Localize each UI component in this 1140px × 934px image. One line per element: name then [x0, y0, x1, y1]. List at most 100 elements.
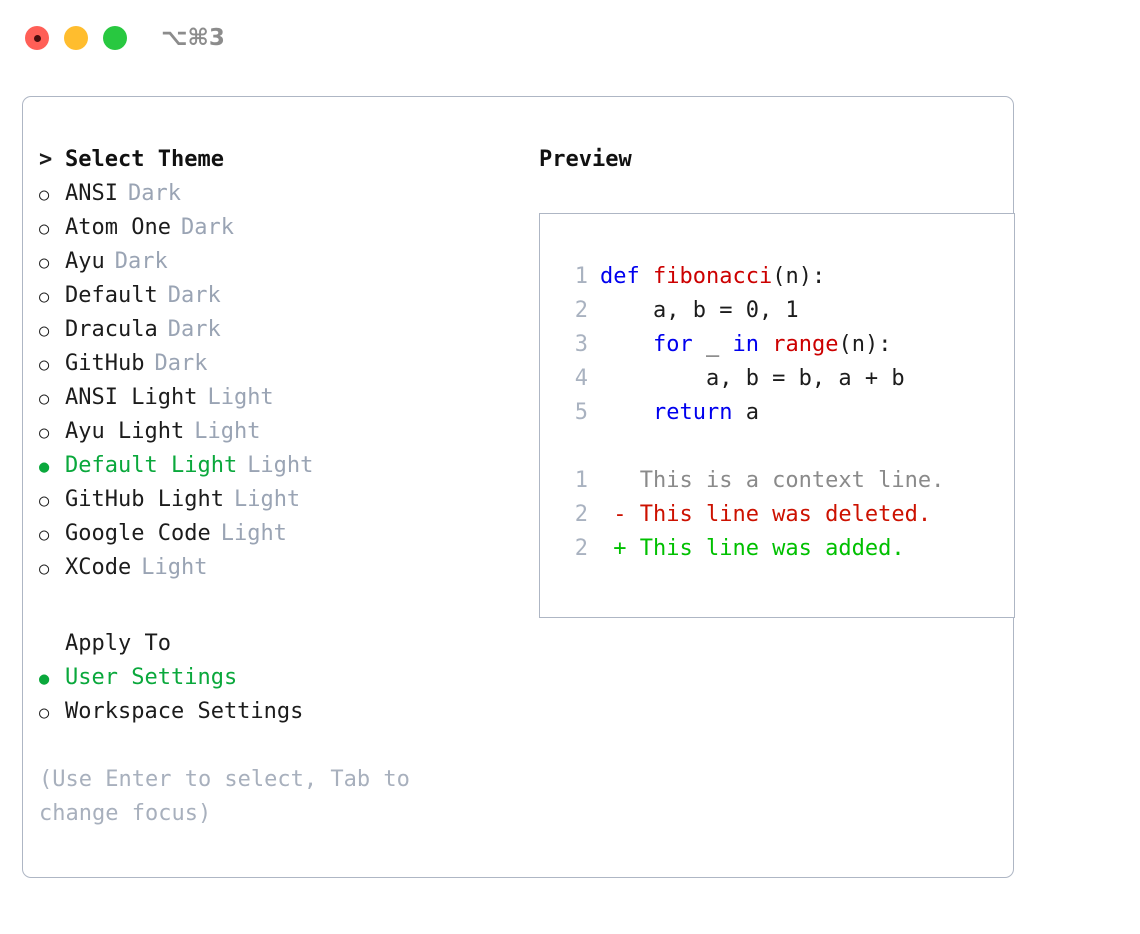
code-token: - This line was deleted. — [600, 502, 932, 527]
line-number: 2 — [574, 536, 588, 561]
radio-unselected-icon[interactable] — [39, 517, 65, 552]
line-number: 2 — [574, 298, 588, 323]
radio-unselected-icon[interactable] — [39, 381, 65, 416]
theme-name-label: GitHub — [65, 351, 145, 376]
theme-name-label: ANSI — [65, 181, 118, 206]
diff-sample: 1 This is a context line. 2 - This line w… — [558, 464, 1014, 566]
radio-unselected-icon[interactable] — [39, 313, 65, 348]
line-number: 4 — [574, 366, 588, 391]
code-token: range — [772, 332, 839, 357]
diff-line: 1 This is a context line. — [558, 464, 1014, 498]
code-line-content: - This line was deleted. — [600, 498, 931, 532]
code-line-content: This is a context line. — [600, 464, 945, 498]
apply-to-option[interactable]: User Settings — [39, 661, 501, 695]
radio-unselected-icon[interactable] — [39, 279, 65, 314]
radio-selected-icon[interactable] — [39, 449, 65, 484]
radio-unselected-icon[interactable] — [39, 245, 65, 280]
code-token — [600, 400, 653, 425]
theme-name-label: ANSI Light — [65, 385, 198, 410]
theme-name-label: Default — [65, 283, 158, 308]
code-token — [640, 264, 653, 289]
select-theme-title: Select Theme — [65, 147, 224, 172]
select-theme-header: Select Theme — [39, 143, 501, 177]
code-token: fibonacci — [653, 264, 773, 289]
radio-unselected-icon[interactable] — [39, 551, 65, 586]
theme-list-item[interactable]: XCode Light — [39, 551, 501, 585]
apply-to-title: Apply To — [65, 631, 171, 656]
line-number: 5 — [574, 400, 588, 425]
theme-name-label: Default Light — [65, 453, 238, 478]
theme-name-label: Atom One — [65, 215, 171, 240]
theme-name-label: GitHub Light — [65, 487, 224, 512]
theme-variant-label: Dark — [127, 181, 181, 206]
line-number: 1 — [574, 468, 588, 493]
minimize-button-icon[interactable] — [64, 26, 88, 50]
traffic-lights — [25, 26, 127, 50]
keyboard-hint-text: (Use Enter to select, Tab to change focu… — [39, 767, 410, 826]
keyboard-shortcut-label: ⌥⌘3 — [161, 25, 225, 51]
theme-name-label: Dracula — [65, 317, 158, 342]
theme-list-item[interactable]: Default Light Light — [39, 449, 501, 483]
theme-selector-column: Select Theme ANSIDarkAtom OneDarkAyuDark… — [39, 143, 501, 861]
code-line-content: a, b = b, a + b — [600, 362, 905, 396]
code-line-content: for _ in range(n): — [600, 328, 891, 362]
theme-variant-label: Dark — [180, 215, 234, 240]
apply-to-option[interactable]: Workspace Settings — [39, 695, 501, 729]
code-token: a — [732, 400, 759, 425]
maximize-button-icon[interactable] — [103, 26, 127, 50]
code-token: a, b = 0, 1 — [600, 298, 799, 323]
radio-unselected-icon[interactable] — [39, 211, 65, 246]
spacer — [39, 729, 501, 763]
main-panel: Select Theme ANSIDarkAtom OneDarkAyuDark… — [22, 96, 1015, 878]
code-token: in — [732, 332, 759, 357]
theme-variant-label: Light — [194, 419, 261, 444]
radio-unselected-icon[interactable] — [39, 347, 65, 382]
title-bar: ⌥⌘3 — [0, 0, 1140, 76]
radio-unselected-icon[interactable] — [39, 695, 65, 730]
theme-variant-label: Dark — [154, 351, 208, 376]
theme-name-label: XCode — [65, 555, 132, 580]
code-token: _ — [692, 332, 733, 357]
theme-list-item[interactable]: ANSI Dark — [39, 177, 501, 211]
line-number: 3 — [574, 332, 588, 357]
radio-unselected-icon[interactable] — [39, 177, 65, 212]
apply-to-list: User SettingsWorkspace Settings — [39, 661, 501, 729]
line-number: 1 — [574, 264, 588, 289]
theme-variant-label: Light — [141, 555, 208, 580]
code-line: 5 return a — [558, 396, 1014, 430]
code-line: 2 a, b = 0, 1 — [558, 294, 1014, 328]
radio-unselected-icon[interactable] — [39, 483, 65, 518]
line-number: 2 — [574, 502, 588, 527]
code-token — [600, 332, 653, 357]
diff-line: 2 + This line was added. — [558, 532, 1014, 566]
code-token: This is a context line. — [600, 468, 945, 493]
close-button-icon[interactable] — [25, 26, 49, 50]
preview-title: Preview — [539, 147, 632, 172]
spacer — [558, 430, 1014, 464]
code-line: 4 a, b = b, a + b — [558, 362, 1014, 396]
close-dot-icon — [33, 34, 41, 42]
theme-variant-label: Light — [220, 521, 287, 546]
code-token: (n): — [838, 332, 892, 357]
theme-variant-label: Light — [233, 487, 301, 512]
code-token: + This line was added. — [600, 536, 905, 561]
theme-list-item[interactable]: Atom One Dark — [39, 211, 501, 245]
theme-list: ANSIDarkAtom OneDarkAyuDarkDefaultDarkDr… — [39, 177, 501, 585]
theme-list-item[interactable]: GitHub Light Light — [39, 483, 501, 517]
radio-selected-icon[interactable] — [39, 661, 65, 696]
theme-list-item[interactable]: GitHub Dark — [39, 347, 501, 381]
theme-variant-label: Light — [247, 453, 314, 478]
code-token — [759, 332, 772, 357]
radio-unselected-icon[interactable] — [39, 415, 65, 450]
apply-to-header: Apply To — [39, 627, 501, 661]
